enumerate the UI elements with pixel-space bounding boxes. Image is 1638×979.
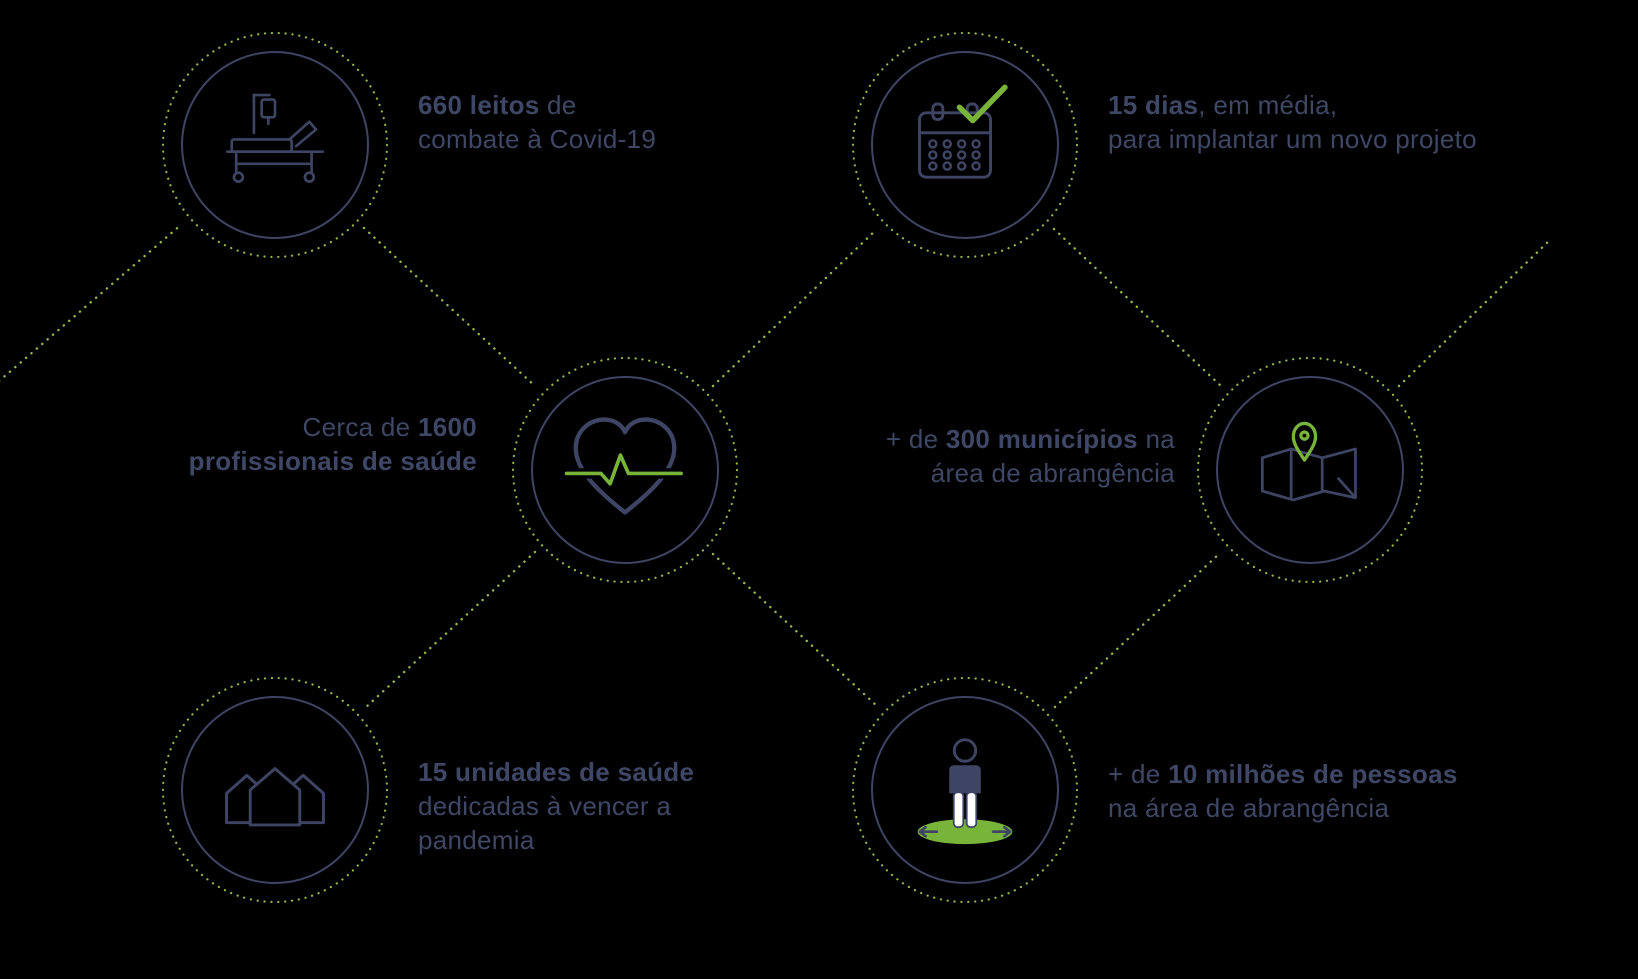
stat-text-bold: 1600 profissionais de saúde bbox=[188, 412, 477, 477]
stat-text-prefix: + de bbox=[1108, 759, 1169, 789]
connector-line bbox=[1053, 551, 1222, 709]
dotted-ring bbox=[1196, 356, 1424, 584]
map-pin-icon bbox=[1260, 421, 1357, 502]
dotted-ring bbox=[161, 31, 389, 259]
stat-project-days-text: 15 dias, em média, para implantar um nov… bbox=[1108, 88, 1477, 156]
stat-text-bold: 10 milhões de pessoas bbox=[1168, 759, 1458, 789]
stat-text-suffix: , em média, para implantar um novo proje… bbox=[1108, 90, 1477, 155]
stat-text-prefix: + de bbox=[885, 424, 946, 454]
stat-text-suffix: dedicadas à vencer a pandemia bbox=[418, 791, 672, 856]
connector-line bbox=[711, 227, 879, 388]
connector-line bbox=[1397, 236, 1554, 388]
connector-line bbox=[1052, 227, 1223, 388]
connector-line bbox=[0, 222, 184, 382]
dotted-ring bbox=[851, 31, 1079, 259]
stat-text-suffix: na área de abrangência bbox=[930, 424, 1175, 489]
stat-text-bold: 15 dias bbox=[1108, 90, 1199, 120]
node-health-heart bbox=[510, 355, 740, 585]
stat-text-prefix: Cerca de bbox=[302, 412, 418, 442]
node-coverage-map bbox=[1195, 355, 1425, 585]
project-days-circle bbox=[871, 51, 1059, 239]
dotted-ring bbox=[851, 676, 1079, 904]
node-health-units bbox=[160, 675, 390, 905]
stat-people-covered-text: + de 10 milhões de pessoas na área de ab… bbox=[1108, 757, 1458, 825]
stat-health-units-text: 15 unidades de saúde dedicadas à vencer … bbox=[418, 755, 694, 857]
calendar-check-icon bbox=[918, 84, 1008, 179]
covid-beds-circle bbox=[181, 51, 369, 239]
heart-pulse-icon bbox=[564, 417, 683, 515]
people-covered-circle bbox=[871, 696, 1059, 884]
dotted-ring bbox=[511, 356, 739, 584]
stat-municipalities-text: + de 300 municípios na área de abrangênc… bbox=[886, 422, 1175, 490]
stat-text-bold: 660 leitos bbox=[418, 90, 540, 120]
stat-covid-beds-text: 660 leitos de combate à Covid-19 bbox=[418, 88, 656, 156]
stat-text-bold: 15 unidades de saúde bbox=[418, 757, 695, 787]
dotted-ring bbox=[161, 676, 389, 904]
hospital-bed-icon bbox=[225, 93, 325, 183]
connector-line bbox=[363, 550, 537, 710]
node-project-days bbox=[850, 30, 1080, 260]
health-heart-circle bbox=[531, 376, 719, 564]
coverage-map-circle bbox=[1216, 376, 1404, 564]
node-covid-beds bbox=[160, 30, 390, 260]
stat-health-professionals-text: Cerca de 1600 profissionais de saúde bbox=[189, 410, 477, 478]
houses-icon bbox=[225, 767, 325, 827]
stat-text-bold: 300 municípios bbox=[945, 424, 1138, 454]
person-coverage-icon bbox=[917, 738, 1013, 845]
stat-text-suffix: na área de abrangência bbox=[1108, 793, 1390, 824]
health-units-circle bbox=[181, 696, 369, 884]
node-people-covered bbox=[850, 675, 1080, 905]
stat-text-suffix: de combate à Covid-19 bbox=[418, 90, 657, 155]
